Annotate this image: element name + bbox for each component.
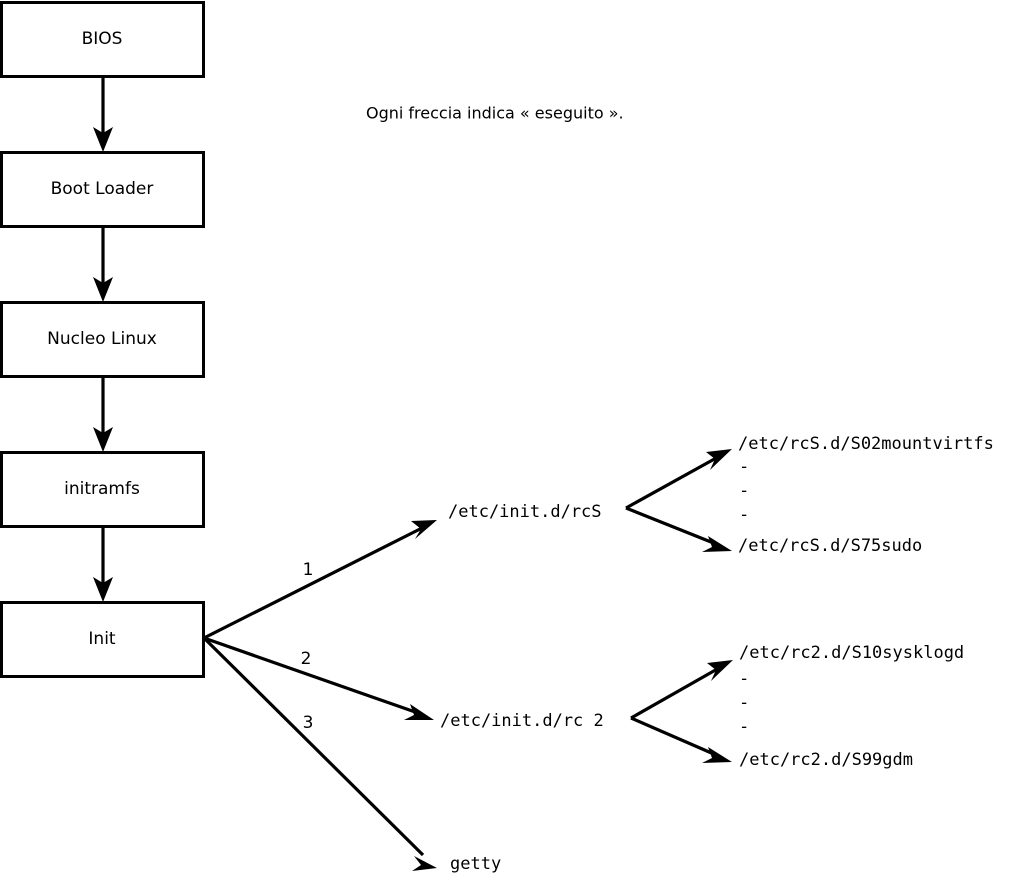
node-initramfs-label: initramfs bbox=[64, 479, 140, 499]
node-nucleo-linux-label: Nucleo Linux bbox=[47, 329, 157, 349]
node-init-rect bbox=[0, 601, 205, 678]
rcs-ellipsis-dash-3: - bbox=[739, 505, 749, 525]
node-bios-rect bbox=[0, 1, 205, 78]
node-boot-loader-label: Boot Loader bbox=[51, 179, 154, 199]
label-rcs-last-script: /etc/rcS.d/S75sudo bbox=[738, 536, 922, 556]
node-bios[interactable]: BIOS bbox=[0, 1, 205, 78]
arrow-boot-loader-to-nucleo-linux bbox=[93, 227, 113, 302]
node-bios-label: BIOS bbox=[82, 29, 123, 49]
rc2-ellipsis-dash-3: - bbox=[739, 717, 749, 737]
edge-label-2: 2 bbox=[301, 649, 312, 669]
edge-label-1: 1 bbox=[303, 560, 314, 580]
edge-label-3: 3 bbox=[303, 713, 314, 733]
arrow-rcs-to-last-script bbox=[625, 506, 732, 552]
node-boot-loader[interactable]: Boot Loader bbox=[0, 151, 205, 228]
rcs-ellipsis-dash-1: - bbox=[739, 457, 749, 477]
arrow-rc2-to-first-script bbox=[630, 660, 733, 720]
arrow-bios-to-boot-loader bbox=[93, 77, 113, 152]
label-getty: getty bbox=[450, 854, 501, 874]
label-etc-init-d-rcs: /etc/init.d/rcS bbox=[448, 502, 602, 522]
node-initramfs-rect bbox=[0, 451, 205, 528]
label-rcs-first-script: /etc/rcS.d/S02mountvirtfs bbox=[738, 434, 994, 454]
node-initramfs[interactable]: initramfs bbox=[0, 451, 205, 528]
arrow-init-to-rc2 bbox=[203, 636, 434, 720]
node-boot-loader-rect bbox=[0, 151, 205, 228]
arrow-nucleo-linux-to-initramfs bbox=[93, 377, 113, 452]
arrow-rcs-to-first-script bbox=[625, 449, 732, 510]
node-init[interactable]: Init bbox=[0, 601, 205, 678]
label-etc-init-d-rc-2: /etc/init.d/rc 2 bbox=[440, 711, 604, 731]
diagram-caption: Ogni freccia indica « eseguito ». bbox=[366, 104, 624, 123]
arrow-rc2-to-last-script bbox=[630, 716, 732, 763]
label-rc2-last-script: /etc/rc2.d/S99gdm bbox=[739, 750, 913, 770]
arrow-init-to-getty bbox=[202, 636, 437, 871]
arrow-init-to-rcs bbox=[203, 520, 437, 640]
rc2-ellipsis-dash-1: - bbox=[739, 669, 749, 689]
node-init-label: Init bbox=[88, 629, 116, 649]
arrow-initramfs-to-init bbox=[93, 527, 113, 602]
label-rc2-first-script: /etc/rc2.d/S10sysklogd bbox=[739, 643, 964, 663]
node-nucleo-linux-rect bbox=[0, 301, 205, 378]
rc2-ellipsis-dash-2: - bbox=[739, 693, 749, 713]
rcs-ellipsis-dash-2: - bbox=[739, 481, 749, 501]
node-nucleo-linux[interactable]: Nucleo Linux bbox=[0, 301, 205, 378]
